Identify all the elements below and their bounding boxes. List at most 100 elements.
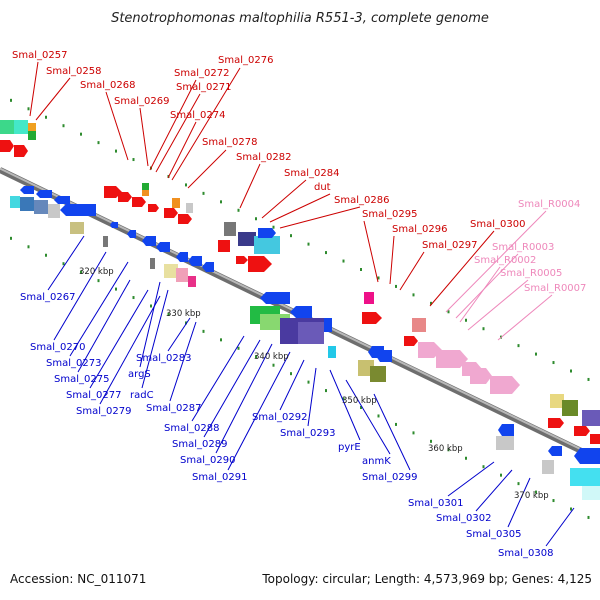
gene-label: Smal_0289	[172, 439, 227, 450]
gene-label: Smal_0291	[192, 472, 247, 483]
gene-arrow	[178, 214, 192, 224]
leader-line	[149, 79, 197, 171]
gene-label: radC	[130, 390, 154, 401]
gene-label: Smal_0282	[236, 152, 291, 163]
tick-dot	[395, 284, 397, 288]
gene-label: Smal_0279	[76, 406, 131, 417]
gene-block	[582, 486, 600, 500]
gene-arrow	[290, 306, 312, 318]
leader-line	[269, 193, 331, 223]
gene-arrow	[0, 140, 14, 152]
gene-arrow	[148, 204, 159, 212]
gene-block	[542, 460, 554, 474]
gene-block	[142, 190, 149, 196]
tick-dot	[27, 245, 30, 249]
tick-dot	[342, 259, 345, 263]
rna-arrow	[470, 368, 492, 384]
gene-arrow	[574, 448, 600, 464]
leader-line	[155, 93, 201, 173]
tick-dot	[167, 312, 170, 316]
tick-dot	[97, 141, 100, 145]
gene-label: Smal_0275	[54, 374, 109, 385]
tick-dot	[45, 115, 47, 119]
leader-line	[99, 295, 161, 405]
leader-line	[389, 235, 395, 285]
leader-line	[307, 367, 317, 427]
gene-block	[186, 203, 193, 213]
gene-label: anmK	[362, 456, 391, 467]
gene-arrow	[110, 222, 118, 228]
gene-label: dut	[314, 182, 331, 193]
tick-dot	[552, 361, 555, 365]
gene-block	[28, 123, 36, 133]
tick-dot	[465, 456, 467, 460]
gene-arrow	[590, 434, 600, 444]
gene-arrow	[236, 256, 248, 264]
gene-block	[370, 366, 386, 382]
gene-arrow	[127, 230, 136, 238]
rna-label: Smal_R0004	[518, 199, 580, 210]
tick-dot	[220, 338, 222, 342]
tick-dot	[447, 310, 450, 314]
gene-label: Smal_0297	[422, 240, 477, 251]
leader-line	[215, 343, 273, 454]
leader-line	[545, 507, 575, 547]
rna-arrow	[436, 350, 468, 368]
gene-block	[496, 436, 514, 450]
gene-block	[582, 410, 600, 426]
gene-arrow	[176, 252, 188, 262]
leader-line	[447, 461, 495, 497]
gene-arrow	[118, 192, 132, 202]
leader-line	[363, 220, 379, 283]
gene-label: Smal_0302	[436, 513, 491, 524]
tick-dot	[10, 98, 12, 102]
tick-dot	[412, 293, 415, 297]
tick-dot	[115, 149, 117, 153]
gene-block	[188, 276, 196, 287]
gene-label: Smal_0273	[46, 358, 101, 369]
gene-label: Smal_0308	[498, 548, 553, 559]
tick-dot	[185, 321, 187, 325]
kbp-tick-label: 370 kbp	[514, 491, 549, 501]
leader-line	[167, 317, 191, 352]
gene-label: Smal_0270	[30, 342, 85, 353]
leader-line	[77, 279, 131, 373]
leader-line	[69, 261, 129, 357]
gene-arrow	[404, 336, 418, 346]
kbp-tick-label: 360 kbp	[428, 444, 463, 454]
gene-arrow	[104, 186, 122, 198]
tick-dot	[132, 296, 135, 300]
leader-line	[53, 251, 107, 341]
gene-label: Smal_0271	[176, 82, 231, 93]
kbp-tick-label: 330 kbp	[166, 309, 201, 319]
kbp-tick-label: 340 kbp	[254, 352, 289, 362]
tick-dot	[325, 389, 327, 393]
leader-line	[29, 61, 39, 117]
tick-dot	[360, 268, 362, 271]
tick-dot	[255, 217, 257, 221]
gene-block	[550, 394, 564, 408]
gene-arrow	[20, 186, 34, 194]
leader-line	[279, 359, 305, 411]
tick-dot	[517, 344, 520, 348]
leader-line	[497, 294, 553, 341]
tick-dot	[115, 287, 117, 291]
gene-label: Smal_0277	[66, 390, 121, 401]
tick-dot	[62, 262, 65, 266]
tick-dot	[132, 158, 135, 162]
gene-arrow	[60, 204, 96, 216]
tick-dot	[430, 439, 432, 443]
gene-label: Smal_0258	[46, 66, 101, 77]
gene-features	[0, 120, 600, 500]
gene-label: Smal_0301	[408, 498, 463, 509]
tick-dot	[185, 183, 187, 187]
rna-label: Smal_R0002	[474, 255, 536, 266]
tick-dot	[62, 124, 65, 128]
tick-dot	[10, 236, 12, 240]
gene-block	[103, 236, 108, 247]
gene-block	[0, 120, 14, 134]
leader-line	[429, 230, 495, 307]
gene-label: Smal_0288	[164, 423, 219, 434]
tick-dot	[500, 473, 502, 477]
tick-dot	[27, 107, 30, 111]
